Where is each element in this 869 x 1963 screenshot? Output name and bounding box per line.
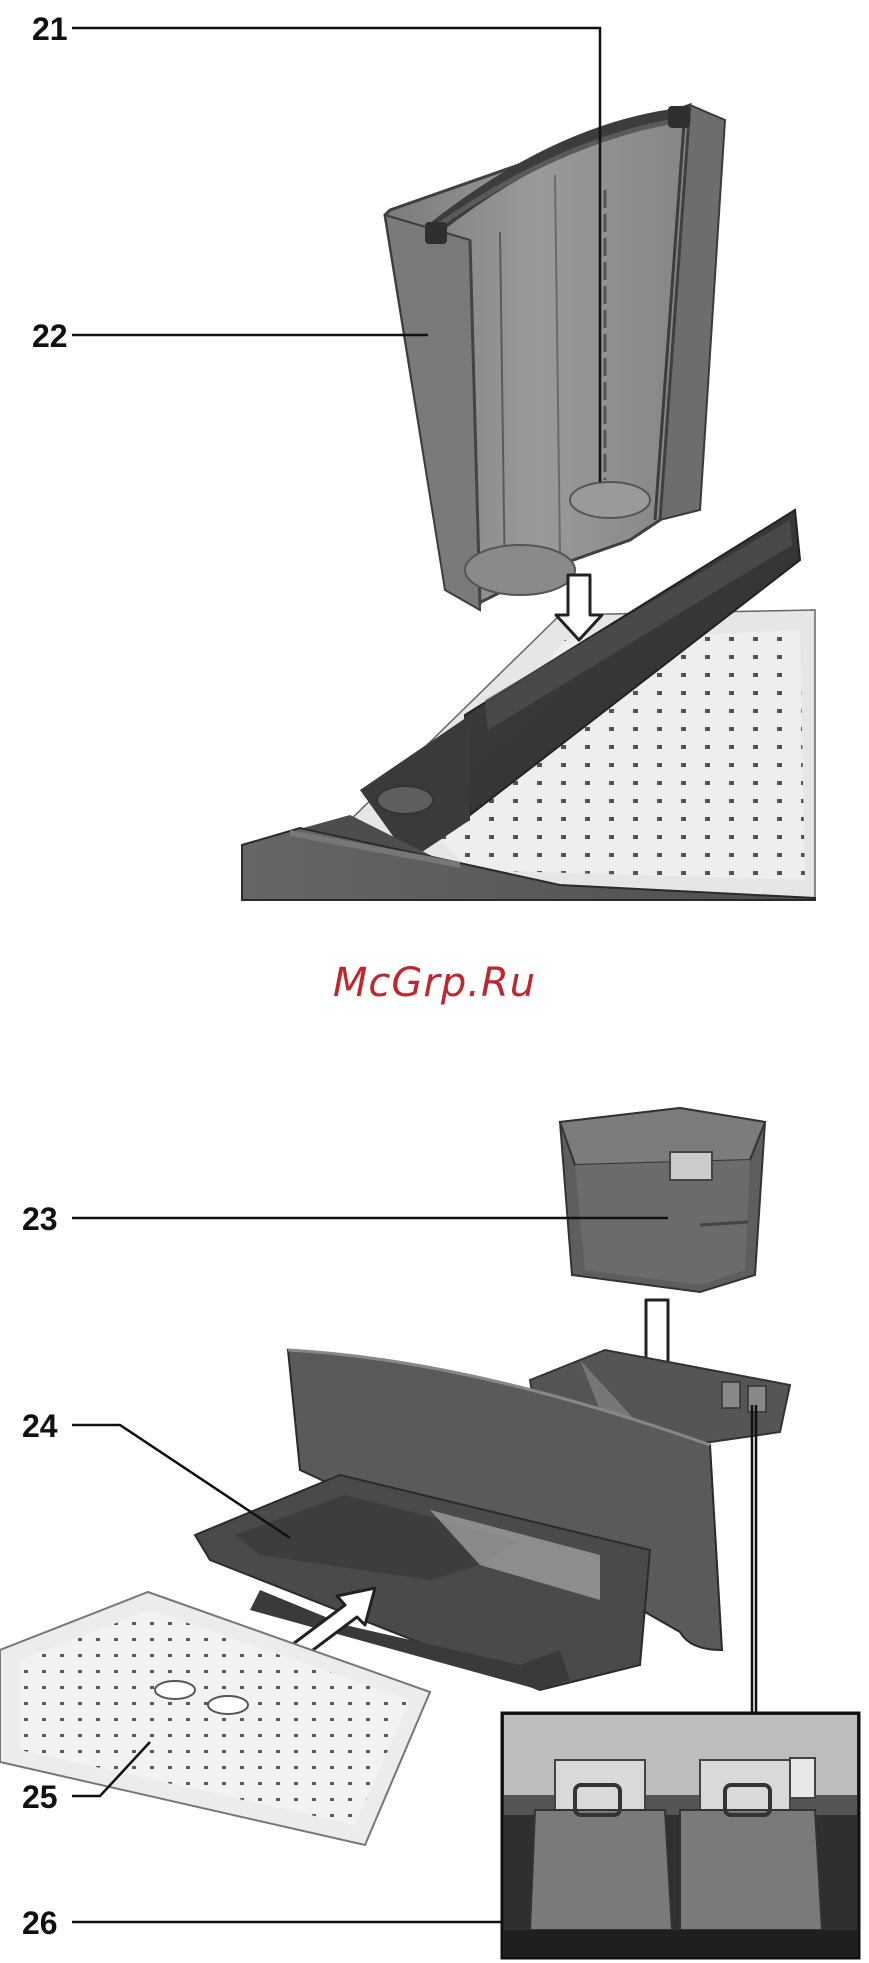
watermark-text: McGrp.Ru [0,960,869,1006]
detail-inset-illustration [502,1713,859,1958]
grounds-container-illustration [560,1108,765,1292]
callout-21: 21 [32,13,68,45]
callout-26: 26 [22,1907,58,1939]
callout-24: 24 [22,1410,58,1442]
water-tank-illustration [385,105,725,610]
drip-tray-illustration [195,1350,790,1690]
callout-23: 23 [22,1203,58,1235]
callout-25: 25 [22,1781,58,1813]
callout-22: 22 [32,320,68,352]
